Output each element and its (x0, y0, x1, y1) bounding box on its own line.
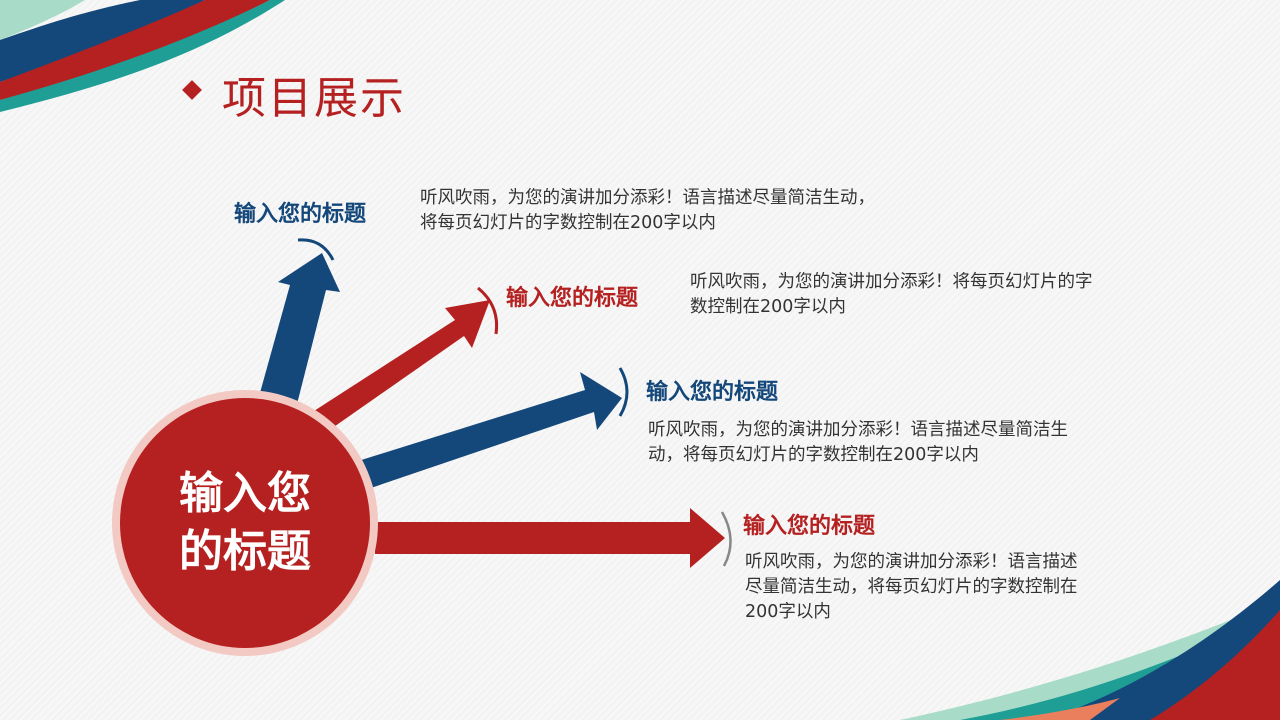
arc-3 (618, 367, 629, 417)
arrow-3-blue (355, 372, 622, 490)
center-circle: 输入您的标题 (112, 390, 378, 656)
center-label: 输入您的标题 (179, 468, 311, 577)
arc-1 (297, 238, 335, 261)
arrow-2-red (300, 300, 490, 438)
arc-4 (720, 511, 732, 567)
item-3-text: 听风吹雨，为您的演讲加分添彩！语言描述尽量简洁生动，将每页幻灯片的字数控制在20… (648, 420, 1068, 465)
item-4-heading: 输入您的标题 (743, 514, 876, 539)
item-3-heading: 输入您的标题 (646, 380, 779, 405)
arrow-4-red (375, 508, 725, 568)
arrow-1-blue (258, 253, 340, 408)
arc-2 (477, 286, 499, 335)
item-4-text: 听风吹雨，为您的演讲加分添彩！语言描述尽量简洁生动，将每页幻灯片的字数控制在20… (745, 552, 1078, 622)
item-1-text: 听风吹雨，为您的演讲加分添彩！语言描述尽量简洁生动，将每页幻灯片的字数控制在20… (420, 188, 875, 233)
item-1-heading: 输入您的标题 (234, 202, 367, 227)
slide-title: 项目展示 (222, 73, 406, 124)
item-2-heading: 输入您的标题 (506, 286, 639, 311)
item-2-text: 听风吹雨，为您的演讲加分添彩！将每页幻灯片的字数控制在200字以内 (690, 272, 1093, 317)
